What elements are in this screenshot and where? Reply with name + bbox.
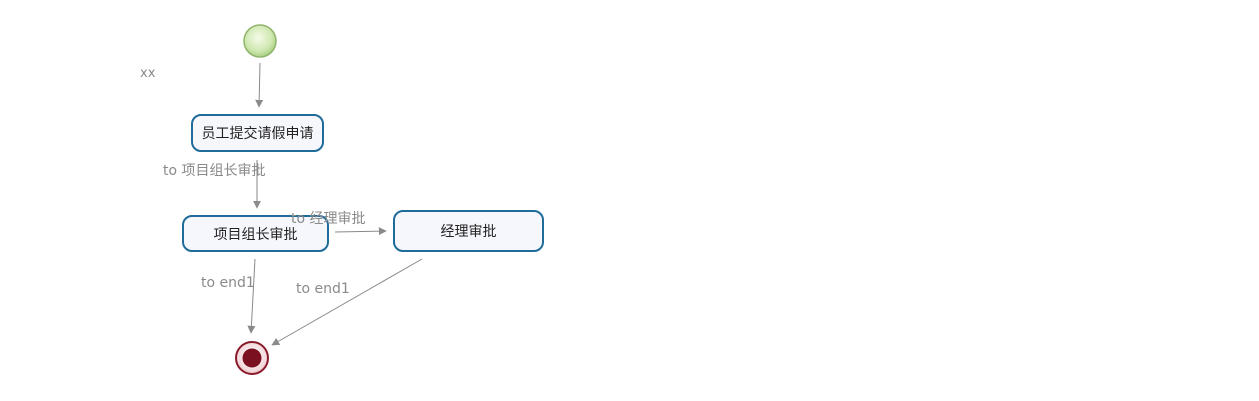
task-submit-leave-request[interactable]: 员工提交请假申请 <box>191 114 324 152</box>
transition-label-manager-to-end: to end1 <box>296 281 350 297</box>
task-leader-label: 项目组长审批 <box>213 226 298 243</box>
flow-manager-to-end[interactable] <box>271 258 423 346</box>
transition-label-to-manager: to 经理审批 <box>291 211 366 227</box>
process-name-label: xx <box>140 66 156 81</box>
transition-label-to-leader: to 项目组长审批 <box>163 163 266 179</box>
task-manager-approval[interactable]: 经理审批 <box>393 210 544 252</box>
task-submit-label: 员工提交请假申请 <box>201 126 314 142</box>
task-manager-label: 经理审批 <box>440 224 497 240</box>
task-project-leader-approval[interactable]: 项目组长审批 <box>182 215 329 252</box>
start-event-icon[interactable] <box>243 24 277 58</box>
end-event-icon[interactable] <box>235 341 269 375</box>
flow-start-to-submit[interactable] <box>255 62 264 108</box>
flow-leader-to-manager[interactable] <box>334 227 387 236</box>
flow-leader-to-end[interactable] <box>247 258 256 334</box>
transition-label-leader-to-end: to end1 <box>201 275 255 291</box>
